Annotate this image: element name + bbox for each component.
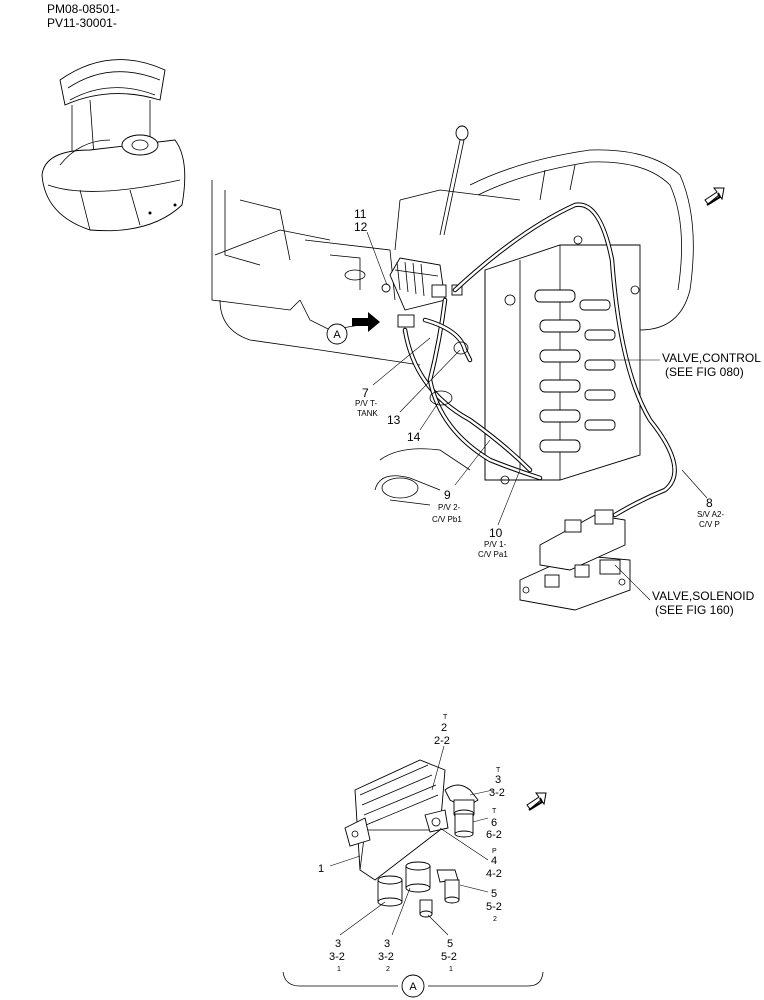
callout-9-sub2: C/V Pb1 [432,515,462,524]
detail-callout-3-type: T [496,767,501,774]
valve-solenoid-ref: (SEE FIG 160) [655,603,734,617]
serial-range-1: PM08-08501- [47,2,120,16]
detail-callout-3a-qty: 1 [337,966,341,973]
detail-callout-5-right: 5 [491,888,497,900]
callout-14: 14 [407,430,421,444]
detail-callout-3b: 3 [384,938,390,950]
valve-control-ref: (SEE FIG 080) [665,365,744,379]
detail-callout-3a-2: 3-2 [329,951,345,963]
callout-7-sub2: TANK [357,409,378,418]
valve-control-label: VALVE,CONTROL [662,351,761,365]
main-leader-lines [366,231,708,601]
detail-leader-lines [329,745,494,936]
detail-callout-2-2: 2-2 [434,735,450,747]
detail-callout-2: 2 [441,722,447,734]
callout-7-sub1: P/V T- [355,399,377,408]
detail-callout-3a: 3 [335,938,341,950]
detail-callout-4-2: 4-2 [486,868,502,880]
detail-callout-2-type: T [443,714,448,721]
detail-view-a-marker: A [401,974,425,998]
serial-range-2: PV11-30001- [47,16,117,30]
callout-10-sub1: P/V 1- [484,540,507,549]
view-a-arrow[interactable] [352,312,380,332]
detail-front-arrow [526,792,547,811]
detail-callout-6-type: T [492,808,497,815]
pilot-hoses [402,202,677,518]
detail-callout-5-2-right: 5-2 [486,901,502,913]
machine-overview-illustration [41,59,186,232]
callout-9: 9 [444,488,451,502]
control-valve-block [484,235,641,485]
callout-8: 8 [706,496,713,510]
callout-10: 10 [489,526,503,540]
front-direction-arrow [704,187,725,206]
detail-callout-3b-2: 3-2 [378,951,394,963]
callout-12: 12 [354,220,368,234]
detail-view-a-letter: A [409,981,417,993]
detail-callout-5-qty: 1 [449,966,453,973]
detail-callout-5: 5 [447,938,453,950]
detail-callout-4: 4 [491,855,497,867]
detail-callout-6-2: 6-2 [486,829,502,841]
detail-callout-1: 1 [318,863,324,875]
pilot-valve-detail [344,759,479,918]
callout-8-sub2: C/V P [699,520,720,529]
callout-10-sub2: C/V Pa1 [478,550,508,559]
detail-callout-5-right-qty: 2 [493,916,497,923]
view-a-marker-letter: A [333,329,341,341]
solenoid-valve [519,509,631,611]
callout-11: 11 [354,207,367,221]
valve-solenoid-label: VALVE,SOLENOID [652,589,755,603]
detail-callout-5-2: 5-2 [441,951,457,963]
detail-callout-4-type: P [492,848,497,855]
detail-callout-3: 3 [495,774,501,786]
callout-7: 7 [362,386,369,400]
detail-callout-3-2: 3-2 [489,787,505,799]
view-a-marker[interactable]: A [326,323,348,345]
callout-9-sub1: P/V 2- [438,503,461,512]
callout-13: 13 [387,413,401,427]
callout-8-sub1: S/V A2- [697,510,724,519]
detail-callout-3b-qty: 2 [386,966,390,973]
detail-callout-6: 6 [491,817,497,829]
detail-bracket [282,971,544,987]
